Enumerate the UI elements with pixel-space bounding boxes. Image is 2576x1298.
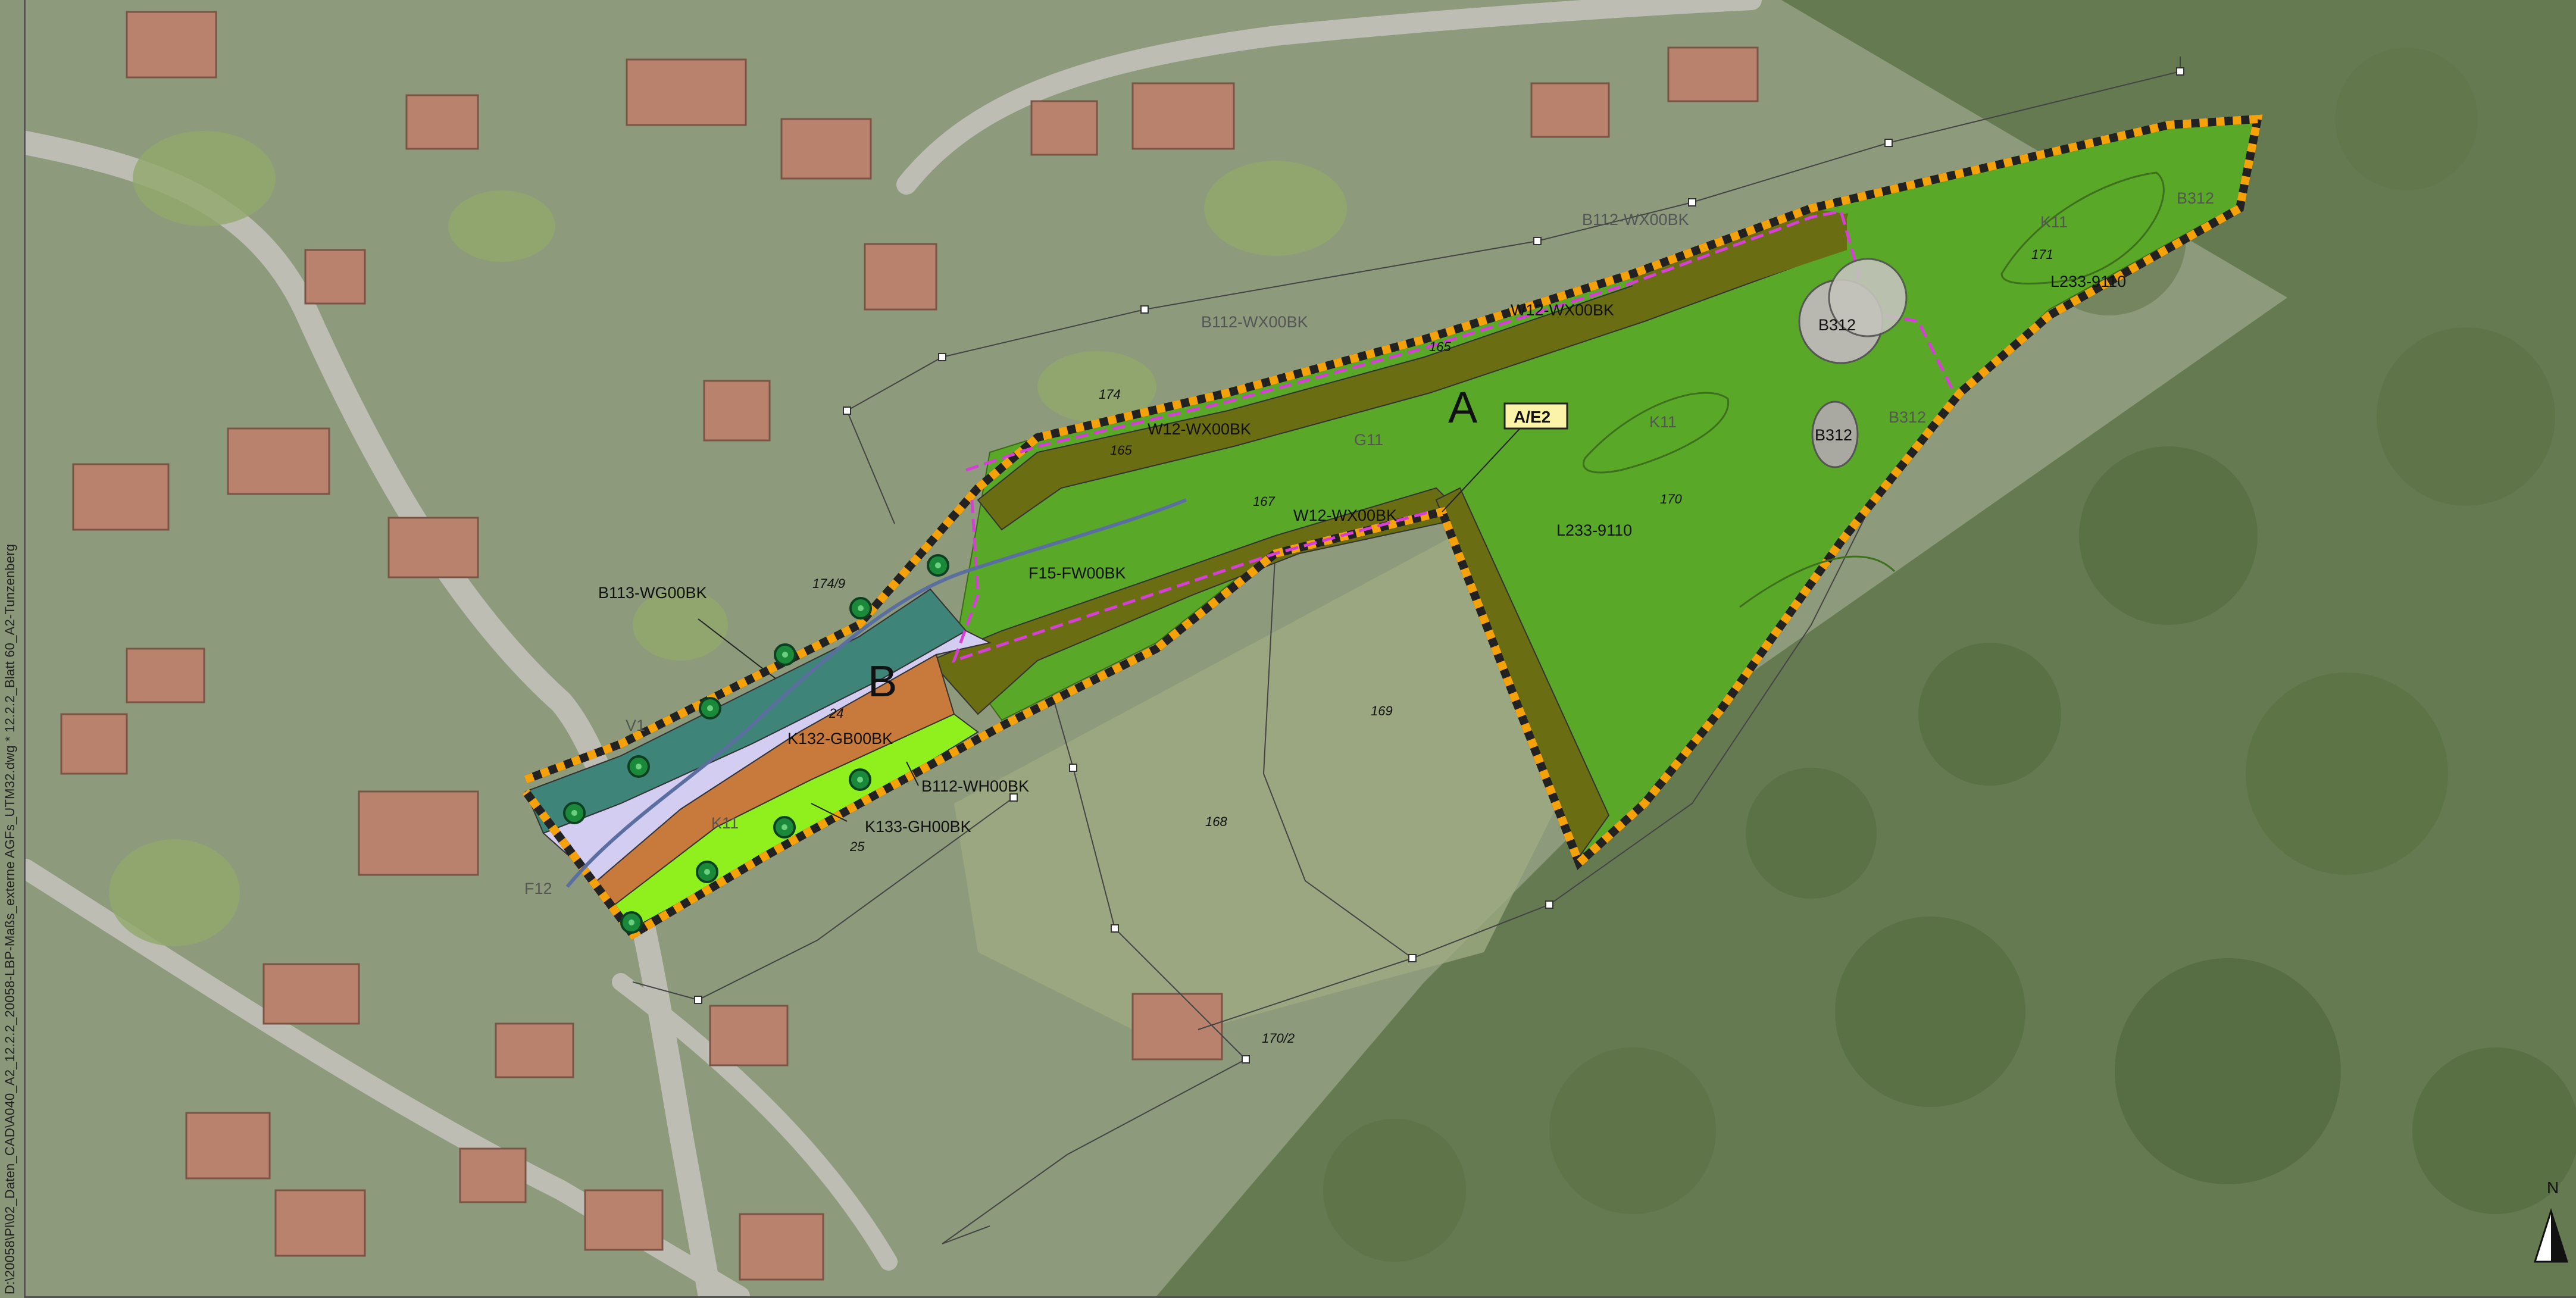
gardens	[109, 131, 1347, 946]
code-l233-center: L233-9110	[1556, 521, 1632, 539]
code-f15: F15-FW00BK	[1028, 564, 1126, 582]
area-a-label: A	[1448, 383, 1478, 432]
code-w12-top: W12-WX00BK	[1511, 301, 1614, 319]
parcel-24: 24	[829, 706, 843, 721]
north-arrow-icon: N	[2533, 1178, 2569, 1263]
code-v1: V1	[626, 717, 645, 734]
k11-contours	[1583, 171, 2165, 608]
code-b312-right: B312	[2177, 189, 2214, 207]
stream-line	[565, 498, 1187, 888]
parcel-25: 25	[849, 839, 865, 854]
code-k11-top: K11	[2040, 213, 2068, 231]
map-frame[interactable]: A B A/E2 W12-WX00BK W12-WX00BK W12-WX00B…	[24, 0, 2576, 1298]
code-b312-mid: B312	[1889, 408, 1926, 426]
b312-trees	[1798, 258, 1908, 468]
parcel-170: 170	[1660, 492, 1682, 506]
code-k133: K133-GH00BK	[865, 818, 971, 836]
code-b312-upper: B312	[1818, 316, 1856, 334]
parcel-165-b: 165	[1429, 339, 1451, 354]
north-arrow-label: N	[2547, 1178, 2559, 1197]
code-l233-right: L233-9110	[2050, 273, 2126, 290]
w12-strip-top-end	[1633, 208, 1847, 321]
parcel-167: 167	[1253, 494, 1275, 509]
code-b312-lower: B312	[1815, 426, 1852, 444]
code-b112-wh: B112-WH00BK	[921, 777, 1029, 795]
field-area	[954, 536, 1573, 1041]
callout-ae2[interactable]: A/E2	[1503, 402, 1568, 430]
houses	[60, 11, 1759, 1281]
leader-lines	[698, 422, 1526, 822]
parcel-174-9: 174/9	[812, 576, 845, 591]
file-path-label: D:\20058\Pl\02_Daten_CAD\A040_A2_12.2.2_…	[2, 543, 17, 1294]
code-k11-b: K11	[711, 814, 739, 832]
parcel-174: 174	[1099, 387, 1121, 402]
parcel-170-2: 170/2	[1262, 1031, 1295, 1046]
code-b112-top-right: B112-WX00BK	[1582, 211, 1689, 229]
callout-text: A/E2	[1514, 408, 1550, 426]
parcel-169: 169	[1371, 703, 1393, 718]
code-w12-lower: W12-WX00BK	[1293, 506, 1397, 524]
area-b-label: B	[868, 656, 897, 706]
code-w12-middle: W12-WX00BK	[1148, 420, 1251, 438]
parcel-markers	[694, 67, 2184, 1064]
parcel-168: 168	[1205, 814, 1227, 829]
forest-texture	[1323, 48, 2576, 1262]
map-canvas[interactable]: A B A/E2 W12-WX00BK W12-WX00BK W12-WX00B…	[26, 0, 2576, 1296]
code-f12: F12	[524, 880, 552, 897]
code-g11: G11	[1354, 431, 1383, 449]
parcel-165-a: 165	[1110, 443, 1132, 458]
code-k132: K132-GB00BK	[787, 730, 893, 747]
code-b112-top-left: B112-WX00BK	[1201, 313, 1308, 331]
code-b113: B113-WG00BK	[598, 584, 707, 602]
planting-markers-center	[571, 562, 941, 925]
code-k11-center: K11	[1649, 413, 1677, 431]
parcel-171: 171	[2031, 247, 2053, 262]
